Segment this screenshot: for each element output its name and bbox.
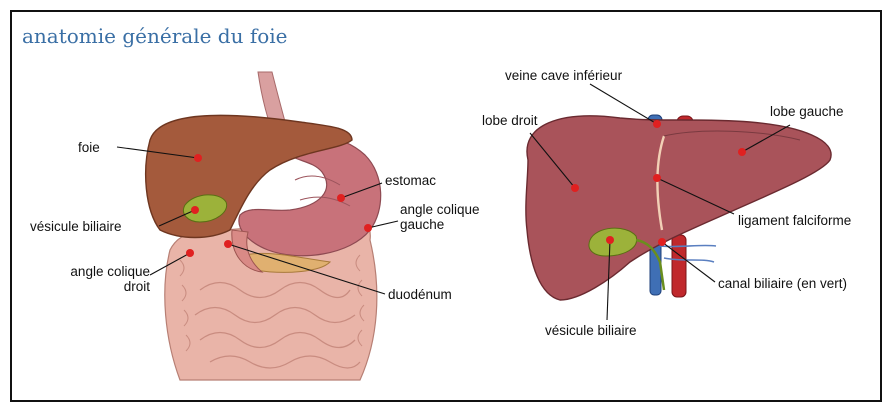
- dot-lobe-droit: [571, 184, 579, 192]
- portal-vessels: [660, 245, 716, 262]
- label-vesicule-biliaire-right: vésicule biliaire: [545, 323, 637, 338]
- label-lobe-droit: lobe droit: [482, 113, 538, 128]
- label-angle-colique-gauche: angle colique gauche: [400, 202, 480, 232]
- dot-vesicule-right: [606, 236, 614, 244]
- aorta-bottom: [672, 235, 686, 297]
- label-canal-biliaire: canal biliaire (en vert): [718, 276, 847, 291]
- label-angle-colique-droit: angle colique droit: [52, 264, 150, 294]
- dot-estomac: [337, 194, 345, 202]
- dot-veine-cave: [653, 120, 661, 128]
- label-duodenum: duodénum: [388, 287, 452, 302]
- dot-angle-gauche: [364, 224, 372, 232]
- label-angle-colique-droit-line2: droit: [52, 279, 150, 294]
- label-ligament-falciforme: ligament falciforme: [738, 213, 851, 228]
- label-angle-colique-gauche-line2: gauche: [400, 217, 480, 232]
- label-vesicule-biliaire-left: vésicule biliaire: [30, 219, 122, 234]
- label-angle-colique-droit-line1: angle colique: [52, 264, 150, 279]
- right-anatomy-figure: [526, 115, 831, 300]
- dot-lobe-gauche: [738, 148, 746, 156]
- left-anatomy-figure: [146, 72, 381, 380]
- dot-canal: [658, 238, 666, 246]
- label-estomac: estomac: [385, 173, 436, 188]
- dot-vesicule-left: [191, 206, 199, 214]
- dot-angle-droit: [186, 249, 194, 257]
- label-veine-cave-inferieur: veine cave inférieur: [505, 68, 622, 83]
- label-lobe-gauche: lobe gauche: [770, 104, 844, 119]
- label-angle-colique-gauche-line1: angle colique: [400, 202, 480, 217]
- dot-foie: [194, 154, 202, 162]
- label-foie: foie: [78, 140, 100, 155]
- dot-duodenum: [224, 240, 232, 248]
- dot-ligament: [653, 174, 661, 182]
- leader-canal: [662, 242, 715, 282]
